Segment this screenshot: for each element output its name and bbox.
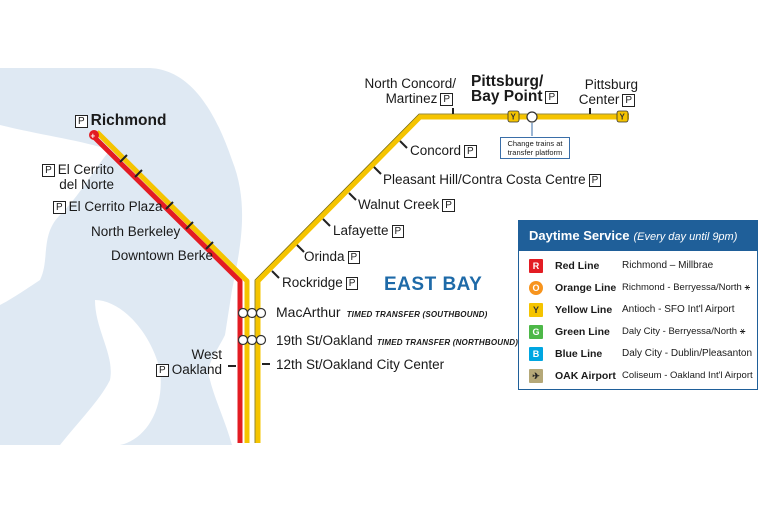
red-line-track — [91, 134, 243, 443]
parking-icon: P — [622, 94, 635, 107]
svg-text:Y: Y — [511, 113, 517, 122]
macarthur-transfer-note: TIMED TRANSFER (SOUTHBOUND) — [346, 310, 488, 319]
parking-icon: P — [345, 277, 359, 290]
airplane-icon: ✈ — [529, 369, 543, 383]
parking-icon: P — [440, 93, 453, 106]
shoreline-land — [0, 125, 110, 305]
station-downtown-berkeley[interactable]: Downtown Berke — [111, 248, 214, 263]
legend-line-name: Orange Line — [555, 282, 617, 294]
legend-line-name: OAK Airport — [555, 370, 616, 382]
island-land — [60, 300, 161, 445]
macarthur-transfer-marker — [237, 307, 267, 319]
legend-title: Daytime Service — [529, 228, 630, 243]
service-legend: Daytime Service(Every day until 9pm) R R… — [518, 220, 758, 390]
station-north-berkeley[interactable]: North Berkeley — [91, 224, 181, 239]
svg-text:Y: Y — [620, 113, 626, 122]
legend-line-route: Coliseum - Oakland Int'l Airport — [622, 370, 753, 381]
parking-icon: P — [545, 91, 559, 104]
parking-icon: P — [391, 225, 405, 238]
parking-icon: P — [464, 145, 477, 158]
red-line-badge-icon: R — [529, 259, 543, 273]
pittsburg-bay-point-marker — [526, 111, 538, 123]
legend-line-name: Yellow Line — [555, 304, 613, 316]
transfer-platform-note: Change trains at transfer platform — [500, 137, 570, 159]
green-line-badge-icon: G — [529, 325, 543, 339]
nineteenth-transfer-marker — [237, 334, 267, 346]
orange-line-badge-icon: O — [529, 281, 543, 295]
parking-icon: P — [75, 115, 88, 128]
parking-icon: P — [42, 164, 55, 177]
pittsburg-bay-point-y-badge — [507, 110, 520, 123]
legend-subtitle: (Every day until 9pm) — [633, 231, 738, 243]
legend-line-route: Daly City - Dublin/Pleasanton — [622, 348, 753, 359]
orange-line-track — [95, 130, 250, 443]
legend-line-name: Green Line — [555, 326, 610, 338]
parking-icon: P — [53, 201, 66, 214]
blue-line-badge-icon: B — [529, 347, 543, 361]
parking-icon: P — [588, 174, 602, 187]
legend-line-name: Red Line — [555, 260, 600, 272]
legend-line-route: Antioch - SFO Int'l Airport — [622, 304, 735, 315]
parking-icon: P — [156, 364, 169, 377]
parking-icon: P — [442, 199, 455, 212]
legend-header: Daytime Service(Every day until 9pm) — [519, 221, 757, 251]
legend-line-name: Blue Line — [555, 348, 603, 360]
svg-text:+: + — [91, 132, 96, 141]
yellow-line-outline — [254, 113, 629, 443]
pittsburg-center-y-badge — [616, 110, 629, 123]
parking-icon: P — [347, 251, 361, 264]
richmond-terminal-marker — [89, 130, 99, 140]
station-ticks — [119, 108, 591, 367]
legend-line-route: Richmond - Berryessa/North ⚹ — [622, 282, 751, 293]
region-label: EAST BAY — [384, 274, 483, 295]
legend-line-route: Daly City - Berryessa/North ⚹ — [622, 326, 746, 337]
legend-line-route: Richmond – Millbrae — [622, 260, 714, 271]
station-12th-st-oakland[interactable]: 12th St/Oakland City Center — [276, 357, 445, 372]
yellow-line-badge-icon: Y — [529, 303, 543, 317]
nineteenth-transfer-note: TIMED TRANSFER (NORTHBOUND) — [376, 338, 519, 347]
yellow-line-track — [255, 114, 629, 443]
